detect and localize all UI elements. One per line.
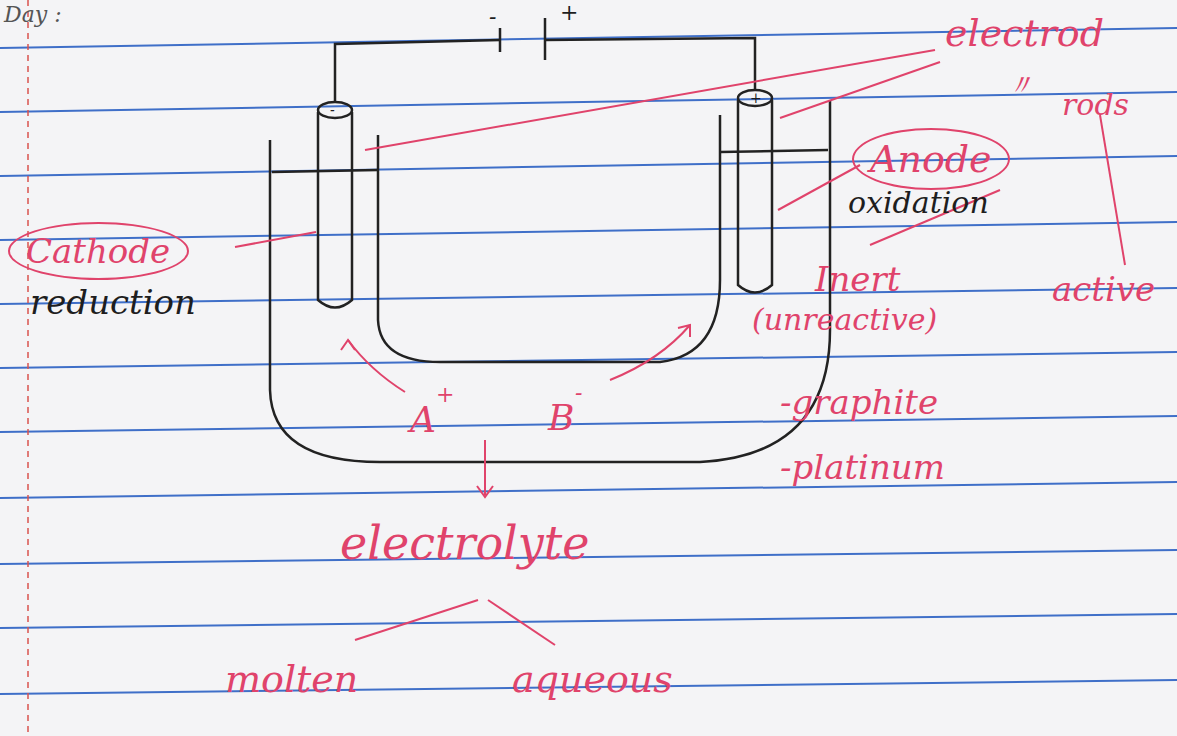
u-tube: [270, 100, 830, 462]
electrode-sign: -: [330, 103, 335, 117]
unreactive-label: (unreactive): [752, 305, 937, 335]
circled-term: Cathode: [8, 222, 189, 280]
inert-label: Inert: [815, 262, 900, 296]
term-text: Cathode: [26, 234, 171, 268]
circled-term: Anode: [852, 128, 1010, 190]
material-item: -graphite: [780, 385, 938, 419]
electrodes: [318, 90, 772, 308]
margin-line: [27, 0, 29, 736]
rods-label: rods: [1062, 90, 1129, 120]
battery-sign: +: [560, 2, 578, 24]
electrolyte-label: electrolyte: [340, 520, 590, 566]
state-label: aqueous: [512, 660, 673, 698]
electrode-label: electrod: [945, 14, 1104, 52]
material-item: -platinum: [780, 450, 945, 484]
page-header: Day :: [4, 4, 62, 26]
term-text: Anode: [870, 140, 992, 178]
ditto-mark: 〃: [1005, 70, 1035, 100]
oxidation-label: oxidation: [848, 188, 989, 218]
battery-sign: -: [489, 6, 496, 28]
ion-charge: +: [436, 384, 454, 406]
active-label: active: [1052, 272, 1155, 306]
battery-circuit: [335, 18, 755, 102]
state-label: molten: [225, 660, 358, 698]
electrode-sign: +: [750, 91, 762, 105]
leader-lines: [235, 50, 1125, 645]
ion-symbol: A: [410, 402, 436, 438]
ion-charge: -: [575, 382, 582, 404]
reduction-label: reduction: [30, 285, 196, 319]
ion-symbol: B: [548, 400, 574, 436]
ruled-lines: [0, 28, 1177, 694]
